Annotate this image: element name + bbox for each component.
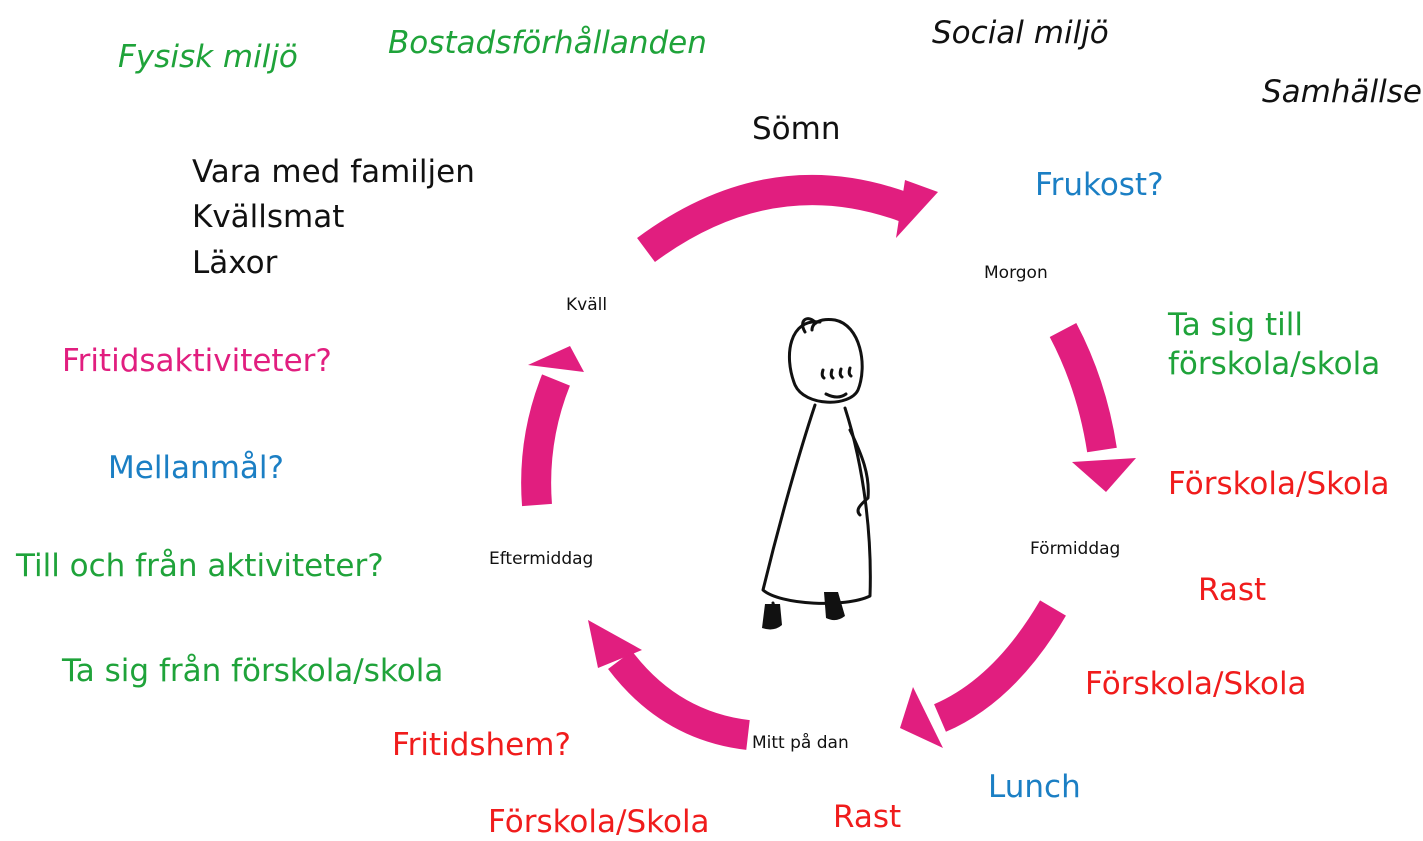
ta-sig-till-line-1: Ta sig till — [1168, 307, 1303, 343]
ta-sig-till-line-2: förskola/skola — [1168, 346, 1381, 382]
phase-morgon: Morgon — [984, 263, 1048, 283]
fritidsaktiviteter-label: Fritidsaktiviteter? — [62, 343, 332, 379]
phase-mitt-pa-dan: Mitt på dan — [752, 733, 849, 753]
phase-kvall: Kväll — [566, 295, 608, 315]
family-activity-1: Vara med familjen — [192, 154, 475, 190]
frukost-label: Frukost? — [1035, 167, 1164, 203]
rast-1: Rast — [1198, 572, 1267, 608]
phase-eftermiddag: Eftermiddag — [489, 549, 594, 569]
rast-2: Rast — [833, 799, 902, 835]
forskola-skola-2: Förskola/Skola — [1085, 666, 1307, 702]
fritidshem-label: Fritidshem? — [392, 727, 571, 763]
curved-arrow-icon — [1049, 323, 1136, 492]
curved-arrow-icon — [900, 600, 1066, 748]
ta-sig-fran-label: Ta sig från förskola/skola — [62, 653, 444, 689]
lunch-label: Lunch — [988, 769, 1081, 805]
till-och-fran-label: Till och från aktiviteter? — [16, 548, 384, 584]
family-activity-3: Läxor — [192, 245, 278, 281]
forskola-skola-3: Förskola/Skola — [488, 804, 710, 840]
curved-arrow-icon — [637, 174, 938, 263]
child-figure-icon — [761, 317, 872, 616]
bostadsforhallanden-label: Bostadsförhållanden — [388, 25, 707, 61]
curved-arrow-icon — [588, 620, 751, 750]
forskola-skola-1: Förskola/Skola — [1168, 466, 1390, 502]
child-feet-icon — [762, 592, 845, 630]
social-miljo-label: Social miljö — [932, 15, 1109, 51]
phase-formiddag: Förmiddag — [1030, 539, 1121, 559]
somn-label: Sömn — [752, 111, 841, 147]
fysisk-miljo-label: Fysisk miljö — [118, 39, 298, 75]
curved-arrow-icon — [521, 346, 584, 507]
family-activity-2: Kvällsmat — [192, 199, 345, 235]
mellanmal-label: Mellanmål? — [108, 450, 284, 486]
samhalle-label: Samhällse — [1262, 74, 1422, 110]
